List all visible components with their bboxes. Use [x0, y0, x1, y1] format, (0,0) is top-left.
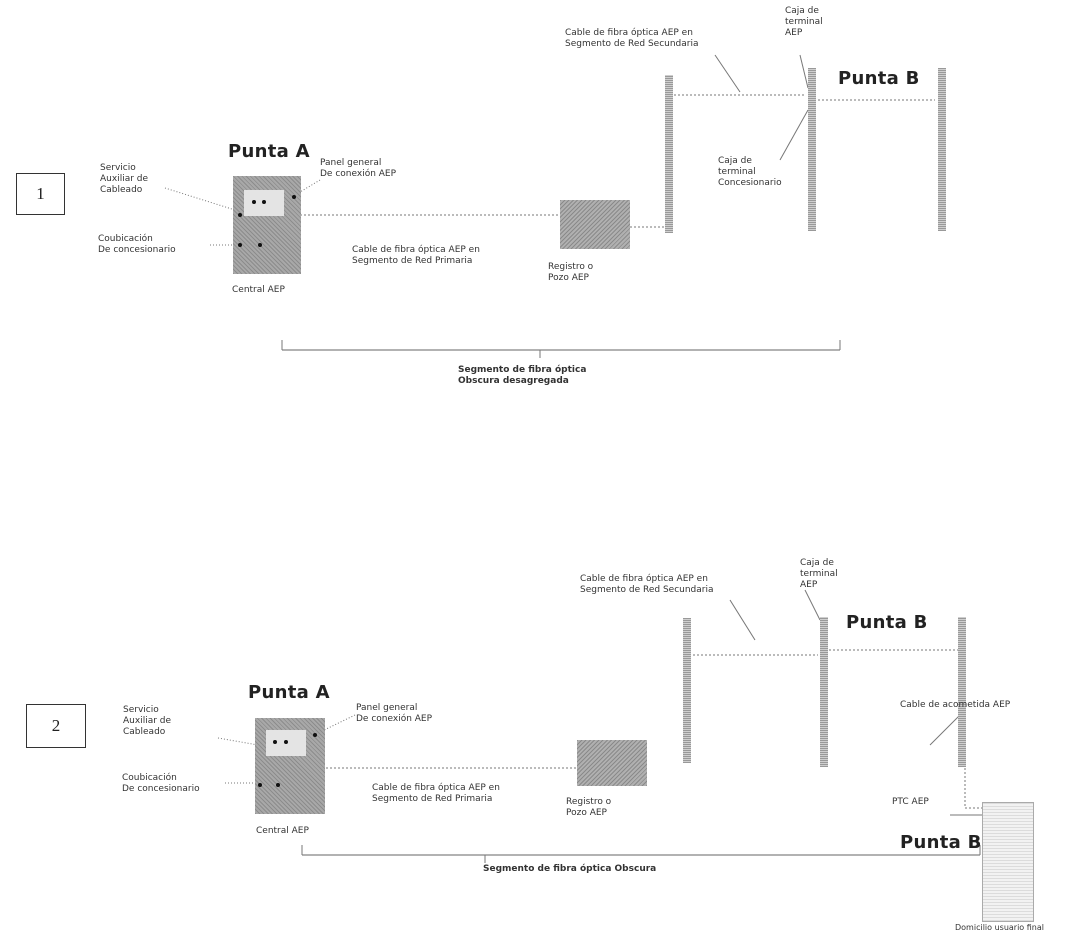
- cable-primaria-label-2: Cable de fibra óptica AEP en Segmento de…: [372, 783, 500, 804]
- segmento-label-1: Segmento de fibra óptica Obscura desagre…: [458, 365, 587, 386]
- fiber-pole-2c: [958, 617, 966, 767]
- cable-primaria-label-1: Cable de fibra óptica AEP en Segmento de…: [352, 245, 480, 266]
- punta-b-title-2-bottom: Punta B: [900, 832, 982, 853]
- registro-label-1: Registro o Pozo AEP: [548, 262, 594, 283]
- connector-dot: [292, 195, 296, 199]
- fiber-pole-1b: [808, 68, 816, 231]
- segmento-label-2: Segmento de fibra óptica Obscura: [483, 864, 657, 874]
- connector-dot: [238, 243, 242, 247]
- central-aep-label-1: Central AEP: [232, 285, 285, 295]
- caja-terminal-aep-label-1: Caja de terminal AEP: [785, 6, 823, 38]
- domicilio-usuario-building: [982, 802, 1034, 922]
- caja-terminal-conc-label-1: Caja de terminal Concesionario: [718, 156, 782, 188]
- connector-dot: [262, 200, 266, 204]
- connector-dot: [258, 783, 262, 787]
- fiber-pole-1a: [665, 75, 673, 233]
- registro-pozo-2: [577, 740, 647, 786]
- connector-dot: [313, 733, 317, 737]
- panel-general-label-2: Panel general De conexión AEP: [356, 703, 433, 724]
- fiber-pole-2a: [683, 618, 691, 763]
- diagram-number-1: 1: [16, 173, 65, 215]
- connector-dot: [276, 783, 280, 787]
- cable-acometida-label-2: Cable de acometida AEP: [900, 700, 1011, 710]
- connector-dot: [252, 200, 256, 204]
- registro-pozo-1: [560, 200, 630, 249]
- cable-secundaria-label-1: Cable de fibra óptica AEP en Segmento de…: [565, 28, 699, 49]
- punta-b-title-1: Punta B: [838, 68, 920, 89]
- central-aep-label-2: Central AEP: [256, 826, 309, 836]
- connector-dot: [258, 243, 262, 247]
- servicio-auxiliar-label-2: Servicio Auxiliar de Cableado: [123, 705, 172, 737]
- servicio-auxiliar-label-1: Servicio Auxiliar de Cableado: [100, 163, 149, 195]
- connector-dot: [273, 740, 277, 744]
- fiber-pole-2b: [820, 617, 828, 767]
- punta-a-title-2: Punta A: [248, 682, 330, 703]
- coubicacion-label-1: Coubicación De concesionario: [98, 234, 176, 255]
- punta-a-title-1: Punta A: [228, 141, 310, 162]
- coubicacion-label-2: Coubicación De concesionario: [122, 773, 200, 794]
- domicilio-label-2: Domicilio usuario final: [955, 923, 1044, 932]
- panel-general-label-1: Panel general De conexión AEP: [320, 158, 397, 179]
- fiber-pole-1c: [938, 68, 946, 231]
- diagram-number-2: 2: [26, 704, 86, 748]
- ptc-aep-label-2: PTC AEP: [892, 797, 929, 807]
- registro-label-2: Registro o Pozo AEP: [566, 797, 612, 818]
- punta-b-title-2-top: Punta B: [846, 612, 928, 633]
- cable-secundaria-label-2: Cable de fibra óptica AEP en Segmento de…: [580, 574, 714, 595]
- connector-dot: [284, 740, 288, 744]
- connector-dot: [238, 213, 242, 217]
- caja-terminal-aep-label-2: Caja de terminal AEP: [800, 558, 838, 590]
